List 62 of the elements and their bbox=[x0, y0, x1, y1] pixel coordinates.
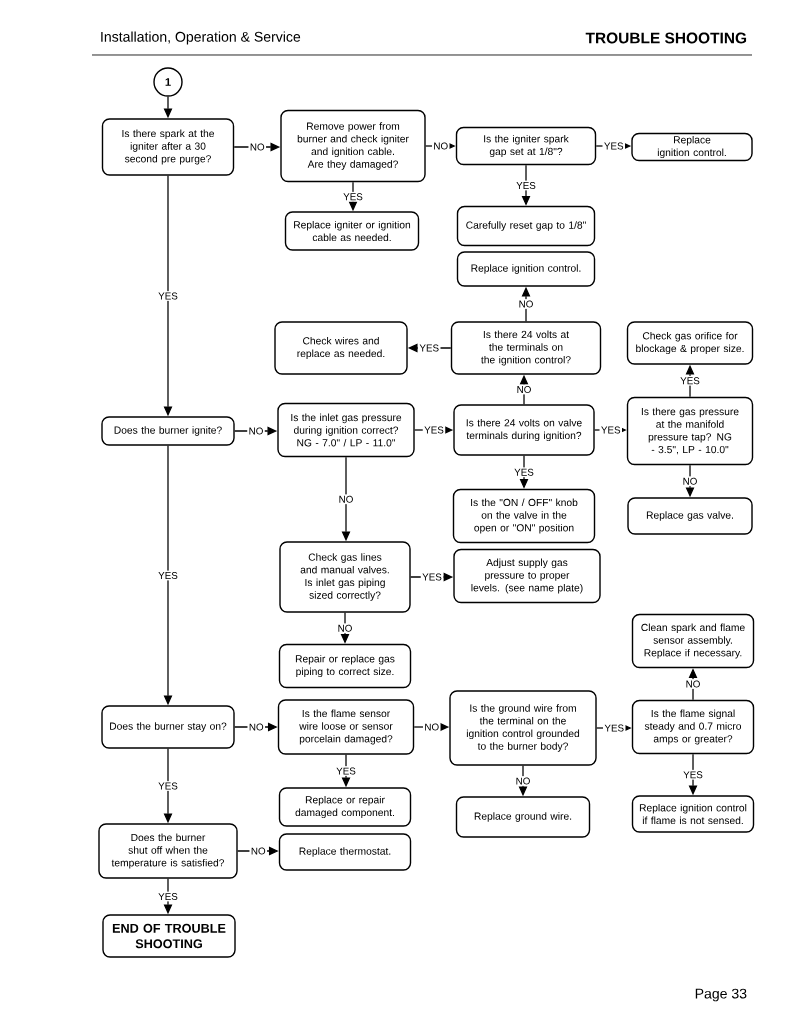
edge-label: YES bbox=[420, 572, 444, 582]
page-number: Page 33 bbox=[695, 988, 747, 1002]
decision-box: Is the igniter spark gap set at 1/8"? bbox=[455, 126, 597, 166]
decision-box: Is there spark at the igniter after a 30 second pre purge? bbox=[101, 118, 235, 176]
decision-box: Is there gas pressure at the manifold pressure tap? NG - 3.5", LP - 10.0" bbox=[626, 396, 754, 466]
edge-label: NO bbox=[681, 476, 699, 487]
decision-box: Does the burner stay on? bbox=[101, 705, 235, 749]
action-box: Adjust supply gas pressure to proper levels. (see name plate) bbox=[453, 548, 601, 604]
action-box: Replace igniter or ignition cable as needed. bbox=[284, 211, 420, 251]
edge-label: YES bbox=[512, 467, 536, 478]
action-box: Replace thermostat. bbox=[278, 833, 412, 871]
edge-label: YES bbox=[678, 375, 702, 386]
action-box: Check wires and replace as needed. bbox=[274, 321, 408, 375]
action-box: Check gas orifice for blockage & proper size. bbox=[626, 321, 754, 365]
edge-label: YES bbox=[156, 570, 180, 581]
edge-label: YES bbox=[156, 891, 180, 902]
decision-box: Is there 24 volts on valve terminals during ignition? bbox=[453, 404, 595, 456]
edge-label: NO bbox=[514, 776, 532, 786]
decision-box: Is there 24 volts at the terminals on the ignition control? bbox=[450, 321, 602, 375]
page-title: TROUBLE SHOOTING bbox=[585, 32, 747, 44]
edge-label: NO bbox=[249, 846, 268, 856]
edge-label: NO bbox=[517, 299, 535, 309]
edge-label: NO bbox=[247, 426, 265, 436]
action-box: Is the "ON / OFF" knob on the valve in the open or "ON" position bbox=[452, 488, 596, 544]
edge-label: YES bbox=[341, 191, 365, 202]
edge-label: NO bbox=[247, 722, 266, 732]
edge-label: NO bbox=[336, 623, 354, 634]
decision-box: Does the burner shut off when the temperature is satisfied? bbox=[98, 823, 238, 879]
action-box: Clean spark and flame sensor assembly. Replace if necessary. bbox=[631, 613, 755, 669]
edge-label: YES bbox=[514, 180, 538, 191]
edge-label: NO bbox=[337, 494, 355, 505]
decision-box: Remove power from burner and check igniter and ignition cable. Are they damaged? bbox=[280, 109, 426, 183]
edge-label: YES bbox=[156, 781, 180, 791]
decision-box: Is the flame sensor wire loose or sensor porcelain damaged? bbox=[277, 699, 415, 755]
edge-label: YES bbox=[334, 766, 358, 776]
edge-label: YES bbox=[602, 141, 625, 151]
edge-label: YES bbox=[422, 425, 446, 435]
edge-label: YES bbox=[681, 769, 705, 780]
action-box: Replace ignition control. bbox=[631, 132, 753, 162]
edge-label: YES bbox=[418, 343, 441, 353]
decision-box: Does the burner ignite? bbox=[101, 416, 235, 446]
decision-box: Is the ground wire from the terminal on the ignition control grounded to the burner body? bbox=[449, 690, 597, 766]
page-header: Installation, Operation & Service bbox=[101, 31, 301, 45]
action-box: Replace gas valve. bbox=[627, 497, 753, 535]
edge-label: NO bbox=[515, 384, 533, 395]
edge-label: NO bbox=[684, 679, 702, 689]
edge-label: YES bbox=[603, 723, 626, 733]
end-box: END OF TROUBLE SHOOTING bbox=[102, 914, 236, 958]
edge-label: NO bbox=[431, 141, 450, 151]
action-box: Replace ground wire. bbox=[455, 796, 591, 838]
action-box: Replace ignition control. bbox=[456, 251, 596, 287]
action-box: Replace or repair damaged component. bbox=[278, 787, 412, 827]
action-box: Repair or replace gas piping to correct size. bbox=[278, 643, 412, 689]
decision-box: Is the inlet gas pressure during ignition correct? NG - 7.0" / LP - 11.0" bbox=[277, 402, 415, 458]
decision-box: Check gas lines and manual valves. Is inlet gas piping sized correctly? bbox=[279, 541, 411, 613]
action-box: Replace ignition control if flame is not sensed. bbox=[631, 795, 755, 833]
edge-label: NO bbox=[248, 142, 267, 152]
edge-label: NO bbox=[422, 722, 441, 732]
edge-label: YES bbox=[156, 291, 180, 301]
decision-box: Is the flame signal steady and 0.7 micro amps or greater? bbox=[631, 699, 755, 755]
edge-label: YES bbox=[599, 425, 622, 435]
action-box: Carefully reset gap to 1/8" bbox=[456, 205, 596, 247]
